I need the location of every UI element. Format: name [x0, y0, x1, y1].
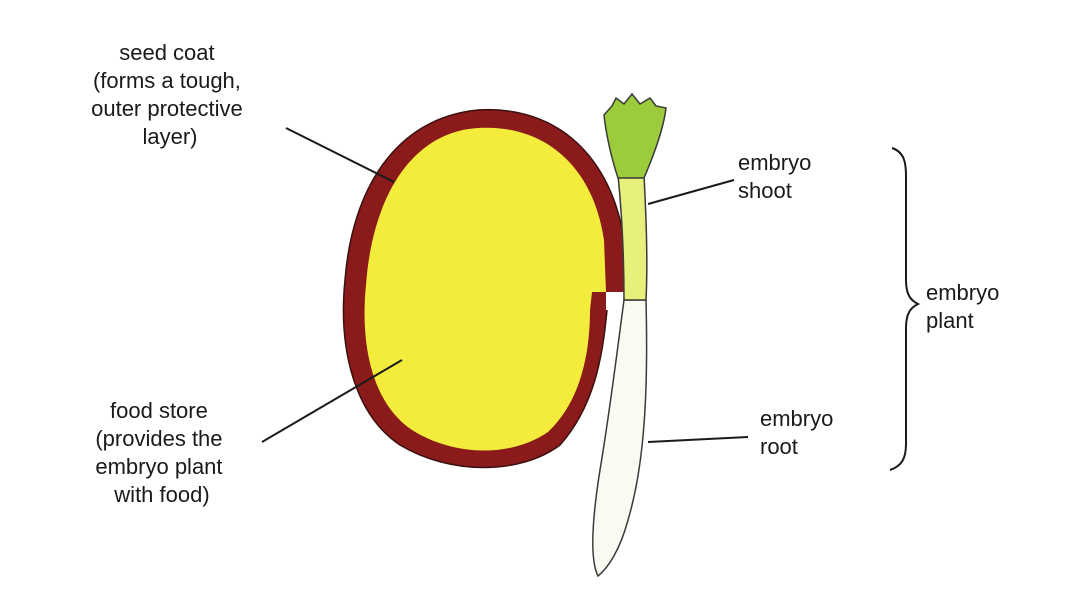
- embryo-root-leader-line: [648, 437, 748, 442]
- food-store-label: food store (provides the embryo plant wi…: [95, 398, 228, 507]
- embryo-shoot-leader-line: [648, 180, 734, 204]
- embryo-shoot-label: embryo shoot: [738, 150, 817, 203]
- embryo-shoot: [604, 94, 666, 178]
- seed-coat-leader-line: [286, 128, 394, 182]
- embryo-plant-label: embryo plant: [926, 280, 1005, 333]
- food-store: [365, 128, 606, 451]
- embryo-root-label: embryo root: [760, 406, 839, 459]
- embryo-plant-brace: [890, 148, 918, 470]
- seed-coat-label: seed coat (forms a tough, outer protecti…: [91, 40, 249, 149]
